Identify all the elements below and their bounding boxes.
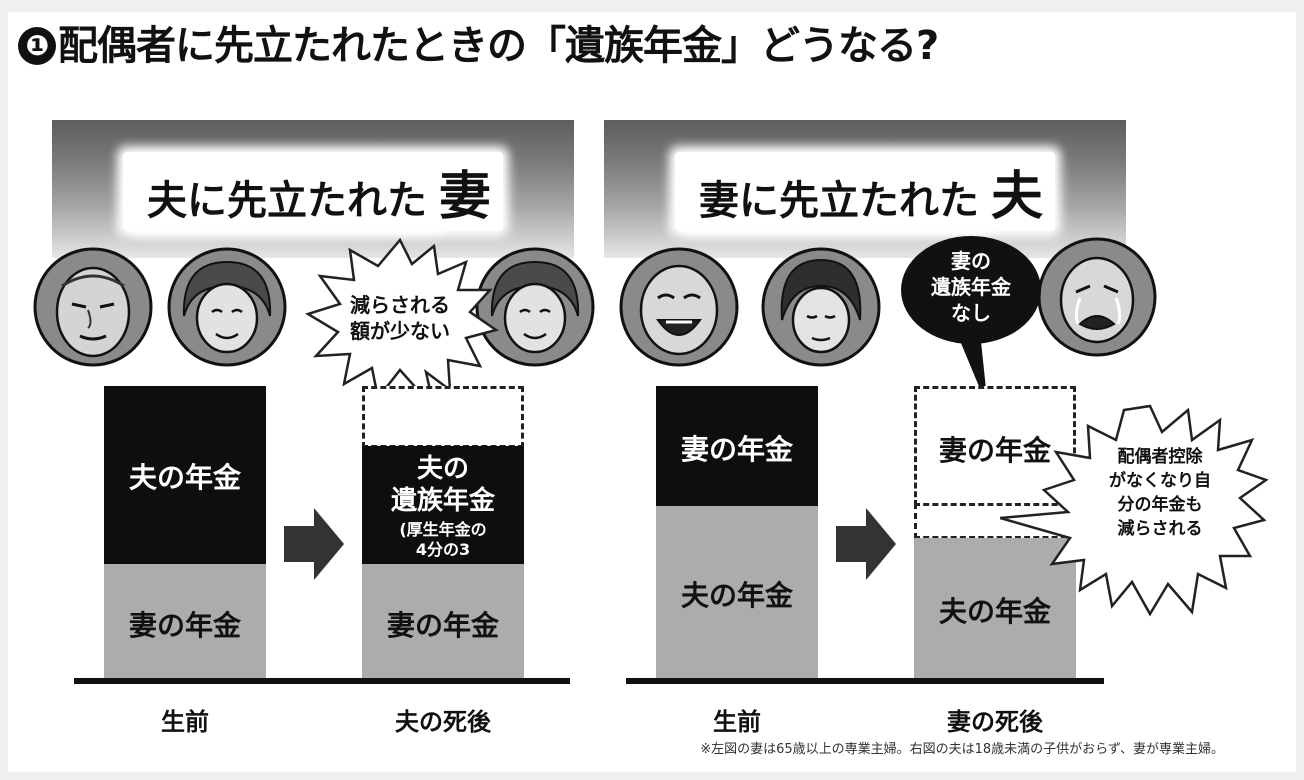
right-burst-line-1: 配偶者控除	[1118, 446, 1204, 467]
title-text: 配偶者に先立たれたときの「遺族年金」どうなる?	[58, 23, 939, 69]
right-before-axis-label: 生前	[713, 708, 761, 736]
title-number-badge: ❶	[18, 27, 56, 65]
right-speech-bubble: 妻の 遺族年金 なし	[901, 236, 1041, 408]
left-after-top-note-1: (厚生年金の	[399, 520, 487, 539]
left-before-bottom-label: 妻の年金	[128, 609, 241, 642]
right-after-top-label: 妻の年金	[938, 434, 1051, 467]
left-header-prefix: 夫に先立たれた	[134, 166, 439, 228]
wife2-face-icon	[761, 247, 881, 367]
left-after-top-label-1: 夫の	[416, 454, 469, 484]
crying-husband-face-icon	[1037, 237, 1157, 357]
left-after-top-note-2: 4分の3	[415, 540, 471, 559]
right-bubble-line-3: なし	[951, 301, 991, 325]
right-bubble-line-2: 遺族年金	[931, 275, 1012, 299]
right-starburst-bubble: 配偶者控除 がなくなり自 分の年金も 減らされる	[1000, 404, 1269, 617]
left-header-band: 夫に先立たれた妻	[52, 120, 574, 258]
right-arrow-icon	[836, 508, 896, 580]
left-after-bottom-label: 妻の年金	[386, 609, 499, 642]
left-after-top-bar: 夫の 遺族年金 (厚生年金の 4分の3	[362, 446, 524, 564]
left-before-bottom-bar: 妻の年金	[104, 564, 266, 678]
right-burst-line-4: 減らされる	[1118, 518, 1203, 539]
left-after-dashed-reduced-area	[362, 386, 524, 448]
right-header-emphasis: 夫	[990, 167, 1043, 227]
right-bubble-line-1: 妻の	[951, 249, 991, 273]
right-before-top-label: 妻の年金	[680, 433, 793, 466]
old-husband-face-icon	[33, 247, 153, 367]
left-starburst-bubble: 減らされる 額が少ない	[304, 237, 499, 412]
left-bubble-line-2: 額が少ない	[349, 319, 450, 343]
right-header-band: 妻に先立たれた夫	[604, 120, 1126, 258]
left-header-label: 夫に先立たれた妻	[52, 152, 574, 231]
left-baseline	[74, 678, 570, 684]
right-after-bottom-label: 夫の年金	[938, 595, 1051, 628]
right-header-prefix: 妻に先立たれた	[686, 166, 991, 228]
right-before-bottom-bar: 夫の年金	[656, 506, 818, 678]
footnote: ※左図の妻は65歳以上の専業主婦。右図の夫は18歳未満の子供がおらず、妻が専業主…	[700, 742, 1224, 757]
left-after-top-label-2: 遺族年金	[390, 486, 495, 516]
right-before-bottom-label: 夫の年金	[680, 579, 793, 612]
left-after-bottom-bar: 妻の年金	[362, 564, 524, 678]
right-before-top-bar: 妻の年金	[656, 386, 818, 506]
right-burst-line-3: 分の年金も	[1118, 494, 1203, 515]
right-header-label: 妻に先立たれた夫	[604, 152, 1126, 231]
left-after-axis-label: 夫の死後	[395, 708, 491, 736]
right-baseline	[626, 678, 1104, 684]
right-burst-line-2: がなくなり自	[1109, 470, 1211, 491]
wife-after-face-icon	[475, 247, 595, 367]
left-bubble-line-1: 減らされる	[350, 293, 450, 317]
left-before-axis-label: 生前	[161, 708, 209, 736]
right-after-axis-label: 妻の死後	[947, 708, 1043, 736]
right-after-bottom-bar: 夫の年金	[914, 538, 1076, 678]
left-before-top-bar: 夫の年金	[104, 386, 266, 564]
left-arrow-icon	[284, 508, 344, 580]
left-header-emphasis: 妻	[438, 167, 491, 227]
wife-face-icon	[167, 247, 287, 367]
laughing-husband-face-icon	[619, 247, 739, 367]
left-before-top-label: 夫の年金	[128, 461, 241, 494]
